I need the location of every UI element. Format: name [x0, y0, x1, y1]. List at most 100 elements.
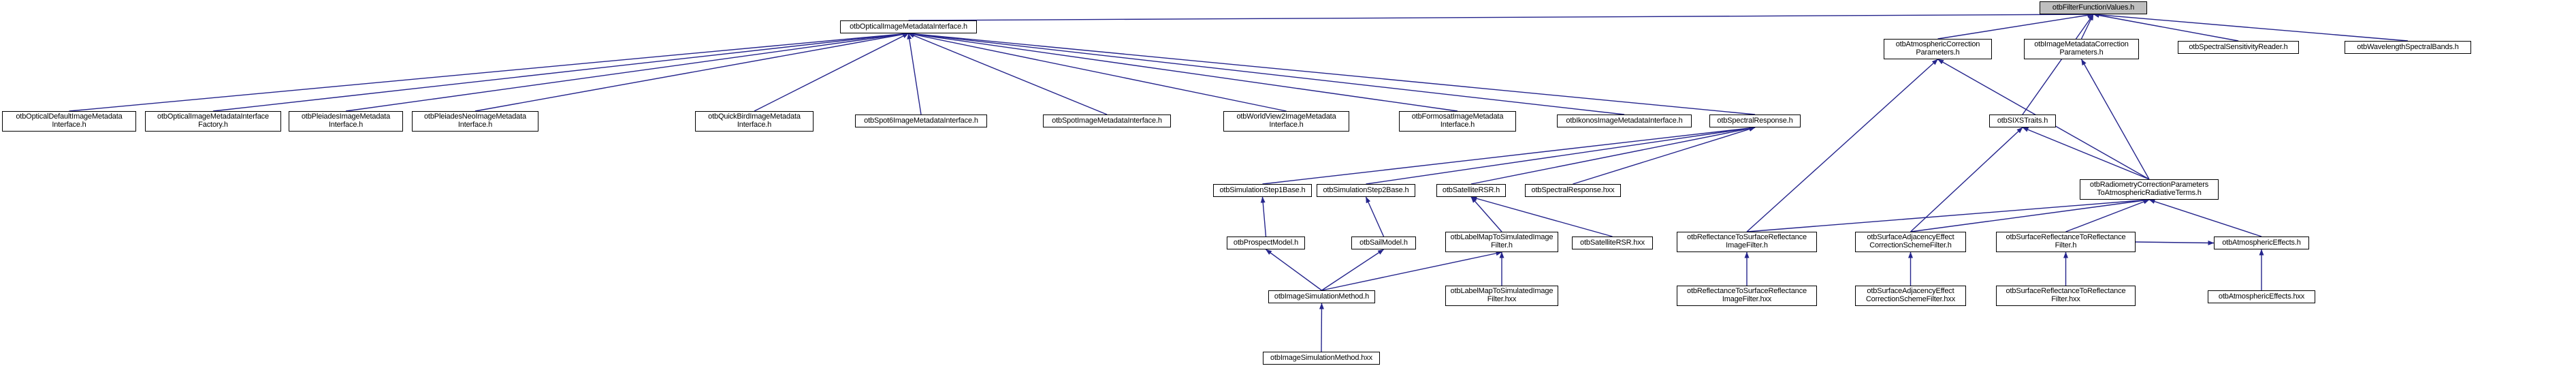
graph-node[interactable]: otbSpectralSensitivityReader.h [2178, 41, 2299, 54]
graph-node-label: otbFilterFunctionValues.h [2052, 3, 2135, 12]
graph-edge [1573, 127, 1756, 185]
graph-edge [1470, 196, 1502, 232]
graph-edge [908, 31, 1756, 115]
graph-edge [1321, 251, 1502, 291]
graph-node[interactable]: otbLabelMapToSimulatedImage Filter.h [1445, 232, 1558, 252]
graph-node-label: otbSurfaceAdjacencyEffect CorrectionSche… [1867, 233, 1954, 249]
graph-edge [1937, 12, 2094, 40]
graph-node[interactable]: otbIkonosImageMetadataInterface.h [1557, 115, 1692, 127]
graph-node[interactable]: otbPleiadesNeoImageMetadata Interface.h [412, 111, 538, 132]
graph-node[interactable]: otbSailModel.h [1351, 237, 1416, 249]
graph-node-root[interactable]: otbFilterFunctionValues.h [2040, 1, 2147, 14]
graph-node[interactable]: otbAtmosphericEffects.h [2214, 237, 2309, 249]
graph-node[interactable]: otbSIXSTraits.h [1989, 115, 2056, 127]
graph-node-label: otbWavelengthSpectralBands.h [2357, 42, 2459, 51]
graph-edge [2135, 240, 2215, 245]
graph-node[interactable]: otbFormosatImageMetadata Interface.h [1399, 111, 1516, 132]
graph-edge [908, 12, 2094, 21]
graph-node-label: otbSpectralResponse.hxx [1531, 185, 1615, 194]
graph-node[interactable]: otbSurfaceAdjacencyEffect CorrectionSche… [1855, 286, 1966, 306]
graph-node-label: otbImageSimulationMethod.h [1274, 292, 1370, 301]
graph-node-label: otbAtmosphericEffects.hxx [2218, 292, 2305, 301]
graph-node[interactable]: otbSpectralResponse.h [1709, 115, 1801, 127]
graph-node-label: otbSatelliteRSR.hxx [1580, 238, 1645, 247]
graph-edge [1470, 126, 1756, 185]
graph-edge [345, 31, 909, 112]
graph-edge [2022, 14, 2094, 115]
graph-node-label: otbQuickBirdImageMetadata Interface.h [708, 112, 801, 129]
graph-node[interactable]: otbSurfaceReflectanceToReflectance Filte… [1996, 232, 2136, 252]
graph-node-label: otbReflectanceToSurfaceReflectance Image… [1687, 287, 1807, 303]
graph-node[interactable]: otbProspectModel.h [1227, 237, 1305, 249]
graph-edge [212, 31, 909, 112]
graph-node-label: otbOpticalDefaultImageMetadata Interface… [16, 112, 123, 129]
graph-node-label: otbPleiadesNeoImageMetadata Interface.h [423, 112, 527, 129]
graph-node[interactable]: otbRadiometryCorrectionParameters ToAtmo… [2080, 179, 2219, 200]
graph-edge [1470, 196, 1613, 237]
graph-node-label: otbSatelliteRSR.h [1442, 185, 1500, 194]
graph-node[interactable]: otbOpticalImageMetadataInterface.h [840, 20, 977, 33]
graph-node-label: otbAtmosphericCorrection Parameters.h [1895, 40, 1980, 57]
graph-edge [1262, 125, 1756, 185]
graph-edge [2065, 199, 2150, 232]
graph-node[interactable]: otbWavelengthSpectralBands.h [2345, 41, 2471, 54]
graph-node[interactable]: otbImageSimulationMethod.hxx [1263, 352, 1380, 365]
graph-node[interactable]: otbWorldView2ImageMetadata Interface.h [1223, 111, 1349, 132]
graph-edge [1910, 198, 2150, 232]
graph-edge [908, 31, 1458, 112]
graph-node-label: otbSailModel.h [1359, 238, 1408, 247]
graph-node[interactable]: otbSatelliteRSR.h [1436, 184, 1506, 197]
graph-node-label: otbOpticalImageMetadataInterface.h [850, 22, 967, 31]
graph-edge [1319, 303, 1324, 352]
graph-node[interactable]: otbSimulationStep1Base.h [1213, 184, 1312, 197]
graph-edge [908, 33, 1108, 115]
graph-edge [2080, 14, 2094, 40]
graph-node[interactable]: otbSatelliteRSR.hxx [1572, 237, 1653, 249]
graph-node[interactable]: otbAtmosphericCorrection Parameters.h [1884, 39, 1992, 59]
graph-node-label: otbSIXSTraits.h [1997, 116, 2048, 125]
graph-node[interactable]: otbOpticalImageMetadataInterface Factory… [145, 111, 281, 132]
graph-edge [1260, 196, 1267, 237]
graph-node[interactable]: otbImageMetadataCorrection Parameters.h [2024, 39, 2139, 59]
graph-edge [907, 33, 922, 115]
graph-node[interactable]: otbSurfaceReflectanceToReflectance Filte… [1996, 286, 2136, 306]
graph-edge [2093, 12, 2409, 42]
graph-node[interactable]: otbPleiadesImageMetadata Interface.h [289, 111, 403, 132]
graph-node-label: otbSurfaceReflectanceToReflectance Filte… [2006, 287, 2126, 303]
graph-node[interactable]: otbSpot6ImageMetadataInterface.h [855, 115, 987, 127]
graph-node[interactable]: otbReflectanceToSurfaceReflectance Image… [1677, 232, 1817, 252]
graph-node-label: otbFormosatImageMetadata Interface.h [1411, 112, 1504, 129]
graph-node[interactable]: otbAtmosphericEffects.hxx [2208, 290, 2315, 303]
graph-node[interactable]: otbSurfaceAdjacencyEffect CorrectionSche… [1855, 232, 1966, 252]
graph-edge [2022, 127, 2150, 180]
graph-node[interactable]: otbLabelMapToSimulatedImage Filter.hxx [1445, 286, 1558, 306]
graph-edge [1746, 198, 2150, 232]
graph-node-label: otbImageSimulationMethod.hxx [1270, 353, 1372, 362]
graph-node-label: otbSpectralResponse.h [1717, 116, 1793, 125]
graph-node-label: otbAtmosphericEffects.h [2222, 238, 2301, 247]
graph-edge [1910, 127, 2023, 232]
graph-edge [2093, 13, 2239, 42]
graph-edge [1366, 125, 1756, 185]
graph-node-label: otbSimulationStep2Base.h [1323, 185, 1409, 194]
graph-node[interactable]: otbSpotImageMetadataInterface.h [1043, 115, 1171, 127]
graph-node-label: otbSurfaceAdjacencyEffect CorrectionSche… [1865, 287, 1956, 303]
graph-node-label: otbSpot6ImageMetadataInterface.h [864, 116, 978, 125]
graph-edge [754, 33, 909, 112]
graph-node-label: otbWorldView2ImageMetadata Interface.h [1236, 112, 1336, 129]
graph-node-label: otbLabelMapToSimulatedImage Filter.hxx [1450, 287, 1553, 303]
graph-node-label: otbOpticalImageMetadataInterface Factory… [157, 112, 269, 129]
graph-node[interactable]: otbImageSimulationMethod.h [1268, 290, 1375, 303]
graph-node[interactable]: otbReflectanceToSurfaceReflectance Image… [1677, 286, 1817, 306]
graph-node-label: otbPleiadesImageMetadata Interface.h [301, 112, 391, 129]
graph-edge [69, 31, 909, 112]
graph-node-label: otbProspectModel.h [1233, 238, 1299, 247]
graph-node[interactable]: otbQuickBirdImageMetadata Interface.h [695, 111, 814, 132]
graph-edge [1365, 196, 1385, 237]
graph-node[interactable]: otbSimulationStep2Base.h [1317, 184, 1415, 197]
graph-node[interactable]: otbSpectralResponse.hxx [1525, 184, 1621, 197]
graph-node[interactable]: otbOpticalDefaultImageMetadata Interface… [2, 111, 136, 132]
graph-node-label: otbSpotImageMetadataInterface.h [1052, 116, 1162, 125]
graph-node-label: otbLabelMapToSimulatedImage Filter.h [1450, 233, 1553, 249]
graph-node-label: otbReflectanceToSurfaceReflectance Image… [1687, 233, 1807, 249]
